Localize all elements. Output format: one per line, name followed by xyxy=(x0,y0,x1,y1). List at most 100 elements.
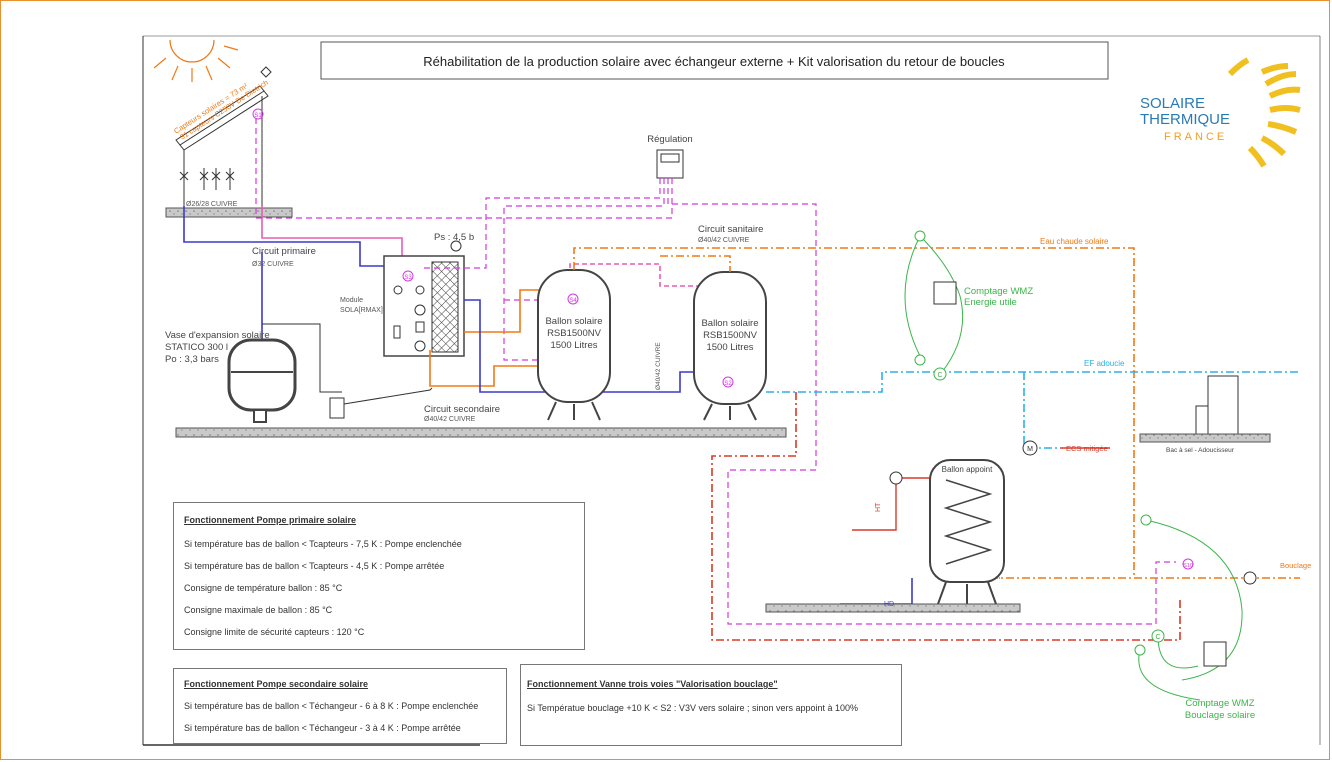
tank2-label-2: RSB1500NV xyxy=(703,330,758,341)
comptage-2-wiring xyxy=(1138,519,1243,701)
solar-tank-2 xyxy=(693,271,767,421)
ht-pump-icon xyxy=(889,471,903,485)
tank1-label-2: RSB1500NV xyxy=(547,328,602,339)
drain-pipe xyxy=(343,387,433,405)
vanne-trois-voies-box: Fonctionnement Vanne trois voies "Valori… xyxy=(520,664,902,746)
flow-meter-2 xyxy=(1151,629,1165,643)
logo-line1: SOLAIRE xyxy=(1140,95,1205,112)
sensor-s1 xyxy=(252,108,264,120)
pompe-primaire-line-5: Consigne limite de sécurité capteurs : 1… xyxy=(184,627,365,637)
vase-label-1: Vase d'expansion solaire xyxy=(165,330,270,341)
control-wiring xyxy=(255,116,1176,625)
comptage-2-box xyxy=(1203,641,1227,667)
circuit-secondaire: Circuit secondaire xyxy=(424,404,500,415)
comptage-2-label-1: Comptage WMZ xyxy=(1185,698,1254,709)
pompe-primaire-line-1: Si température bas de ballon < Tcapteurs… xyxy=(184,539,462,549)
vanne-heading: Fonctionnement Vanne trois voies "Valori… xyxy=(527,679,778,689)
regulation-display xyxy=(660,153,680,163)
sun-icon xyxy=(153,39,239,82)
flow-meter-1-label: C xyxy=(937,372,942,379)
sensor-s3 xyxy=(402,270,414,282)
comptage-1-sensor-bottom xyxy=(914,354,926,366)
floor-slab-backup xyxy=(765,603,1021,613)
expansion-vessel xyxy=(227,338,297,423)
tank2-label-1: Ballon solaire xyxy=(701,318,758,329)
vase-label-2: STATICO 300 l xyxy=(165,342,228,353)
sensor-s3-label: S3 xyxy=(404,275,412,281)
hd-label: HD xyxy=(884,601,894,608)
mixing-valve-label: M xyxy=(1027,446,1033,453)
sanitary-circuit xyxy=(573,247,1300,641)
expansion-drain-line xyxy=(262,323,342,393)
sensor-s2 xyxy=(722,376,734,388)
drain-bucket xyxy=(329,397,345,419)
backup-tank xyxy=(929,459,1005,605)
solar-collectors xyxy=(175,66,272,206)
sensor-s1-label: S1 xyxy=(254,113,262,119)
flow-meter-2-label: C xyxy=(1155,634,1160,641)
pompe-primaire-heading: Fonctionnement Pompe primaire solaire xyxy=(184,515,357,525)
title-box xyxy=(320,41,1109,80)
backup-tank-label: Ballon appoint xyxy=(942,465,993,474)
comptage-2-sensor-bottom xyxy=(1134,644,1146,656)
bouclage-label: Bouclage xyxy=(1280,561,1311,570)
vanne-line-1: Si Températue bouclage +10 K < S2 : V3V … xyxy=(527,703,859,713)
circuit-primaire: Circuit primaire xyxy=(252,246,316,257)
pompe-primaire-box: Fonctionnement Pompe primaire solaire Si… xyxy=(173,502,585,650)
comptage-1-sensor-top xyxy=(914,230,926,242)
mixing-valve-icon xyxy=(1022,440,1038,456)
module-label-2: SOLA[RMAX] xyxy=(340,307,383,314)
primary-pipe-cold xyxy=(183,206,393,346)
sensor-s4-label: S4 xyxy=(569,298,577,304)
roof-slab xyxy=(165,207,293,218)
vase-label-3: Po : 3,3 bars xyxy=(165,354,219,365)
logo-line2: THERMIQUE xyxy=(1140,111,1230,128)
comptage-1-label-1: Comptage WMZ xyxy=(964,286,1033,297)
circuit-sanitaire: Circuit sanitaire xyxy=(698,224,763,235)
eau-chaude-label: Eau chaude solaire xyxy=(1040,237,1109,246)
ht-pipe xyxy=(852,478,897,531)
tank2-label-3: 1500 Litres xyxy=(706,342,753,353)
logo-line3: FRANCE xyxy=(1164,131,1227,143)
tank1-label-1: Ballon solaire xyxy=(545,316,602,327)
sensor-s10-label: S10 xyxy=(1183,563,1193,569)
manometer-icon xyxy=(450,240,462,252)
page-title: Réhabilitation de la production solaire … xyxy=(423,54,1005,69)
pompe-secondaire-box: Fonctionnement Pompe secondaire solaire … xyxy=(173,668,507,744)
pompe-secondaire-line-1: Si température bas de ballon < Téchangeu… xyxy=(184,701,479,711)
pompe-primaire-line-3: Consigne de température ballon : 85 °C xyxy=(184,583,343,593)
tank1-label-3: 1500 Litres xyxy=(550,340,597,351)
floor-slab-main xyxy=(175,427,787,438)
logo: SOLAIRE THERMIQUE FRANCE xyxy=(1140,57,1301,168)
pompe-secondaire-heading: Fonctionnement Pompe secondaire solaire xyxy=(184,679,369,689)
softener xyxy=(1139,375,1271,443)
cuivre-4042-sec: Ø40/42 CUIVRE xyxy=(424,416,476,423)
cuivre-32: Ø32 CUIVRE xyxy=(252,261,294,268)
bac-sel-label: Bac à sel - Adoucisseur xyxy=(1166,447,1235,454)
sensor-s10 xyxy=(1182,558,1194,570)
primary-pipe-hot xyxy=(261,206,403,350)
cuivre-4042-san: Ø40/42 CUIVRE xyxy=(698,237,750,244)
ecs-mitigee-label: ECS mitigée xyxy=(1066,444,1108,453)
bouclage-pump-icon xyxy=(1243,571,1257,585)
pompe-secondaire-line-2: Si température bas de ballon < Téchangeu… xyxy=(184,723,461,733)
ht-label: HT xyxy=(875,502,882,512)
ef-adoucie-label: EF adoucie xyxy=(1084,359,1125,368)
module-label-1: Module xyxy=(340,297,363,304)
pompe-primaire-line-4: Consigne maximale de ballon : 85 °C xyxy=(184,605,333,615)
ps-label: Ps : 4,5 b xyxy=(434,232,474,243)
comptage-1-label-2: Energie utile xyxy=(964,297,1017,308)
solar-tank-1 xyxy=(537,269,611,421)
collector-valves xyxy=(179,168,235,190)
regulation-label: Régulation xyxy=(647,134,692,145)
sensor-s2-label: S2 xyxy=(724,381,732,387)
logo-sun-icon xyxy=(1227,57,1301,168)
sensor-s4 xyxy=(567,293,579,305)
comptage-2-label-2: Bouclage solaire xyxy=(1185,710,1255,721)
comptage-1-wiring xyxy=(904,235,964,373)
cuivre-2628: Ø26/28 CUIVRE xyxy=(186,201,238,208)
cuivre-vertical: Ø40/42 CUIVRE xyxy=(655,342,662,390)
comptage-2-sensor-top xyxy=(1140,514,1152,526)
